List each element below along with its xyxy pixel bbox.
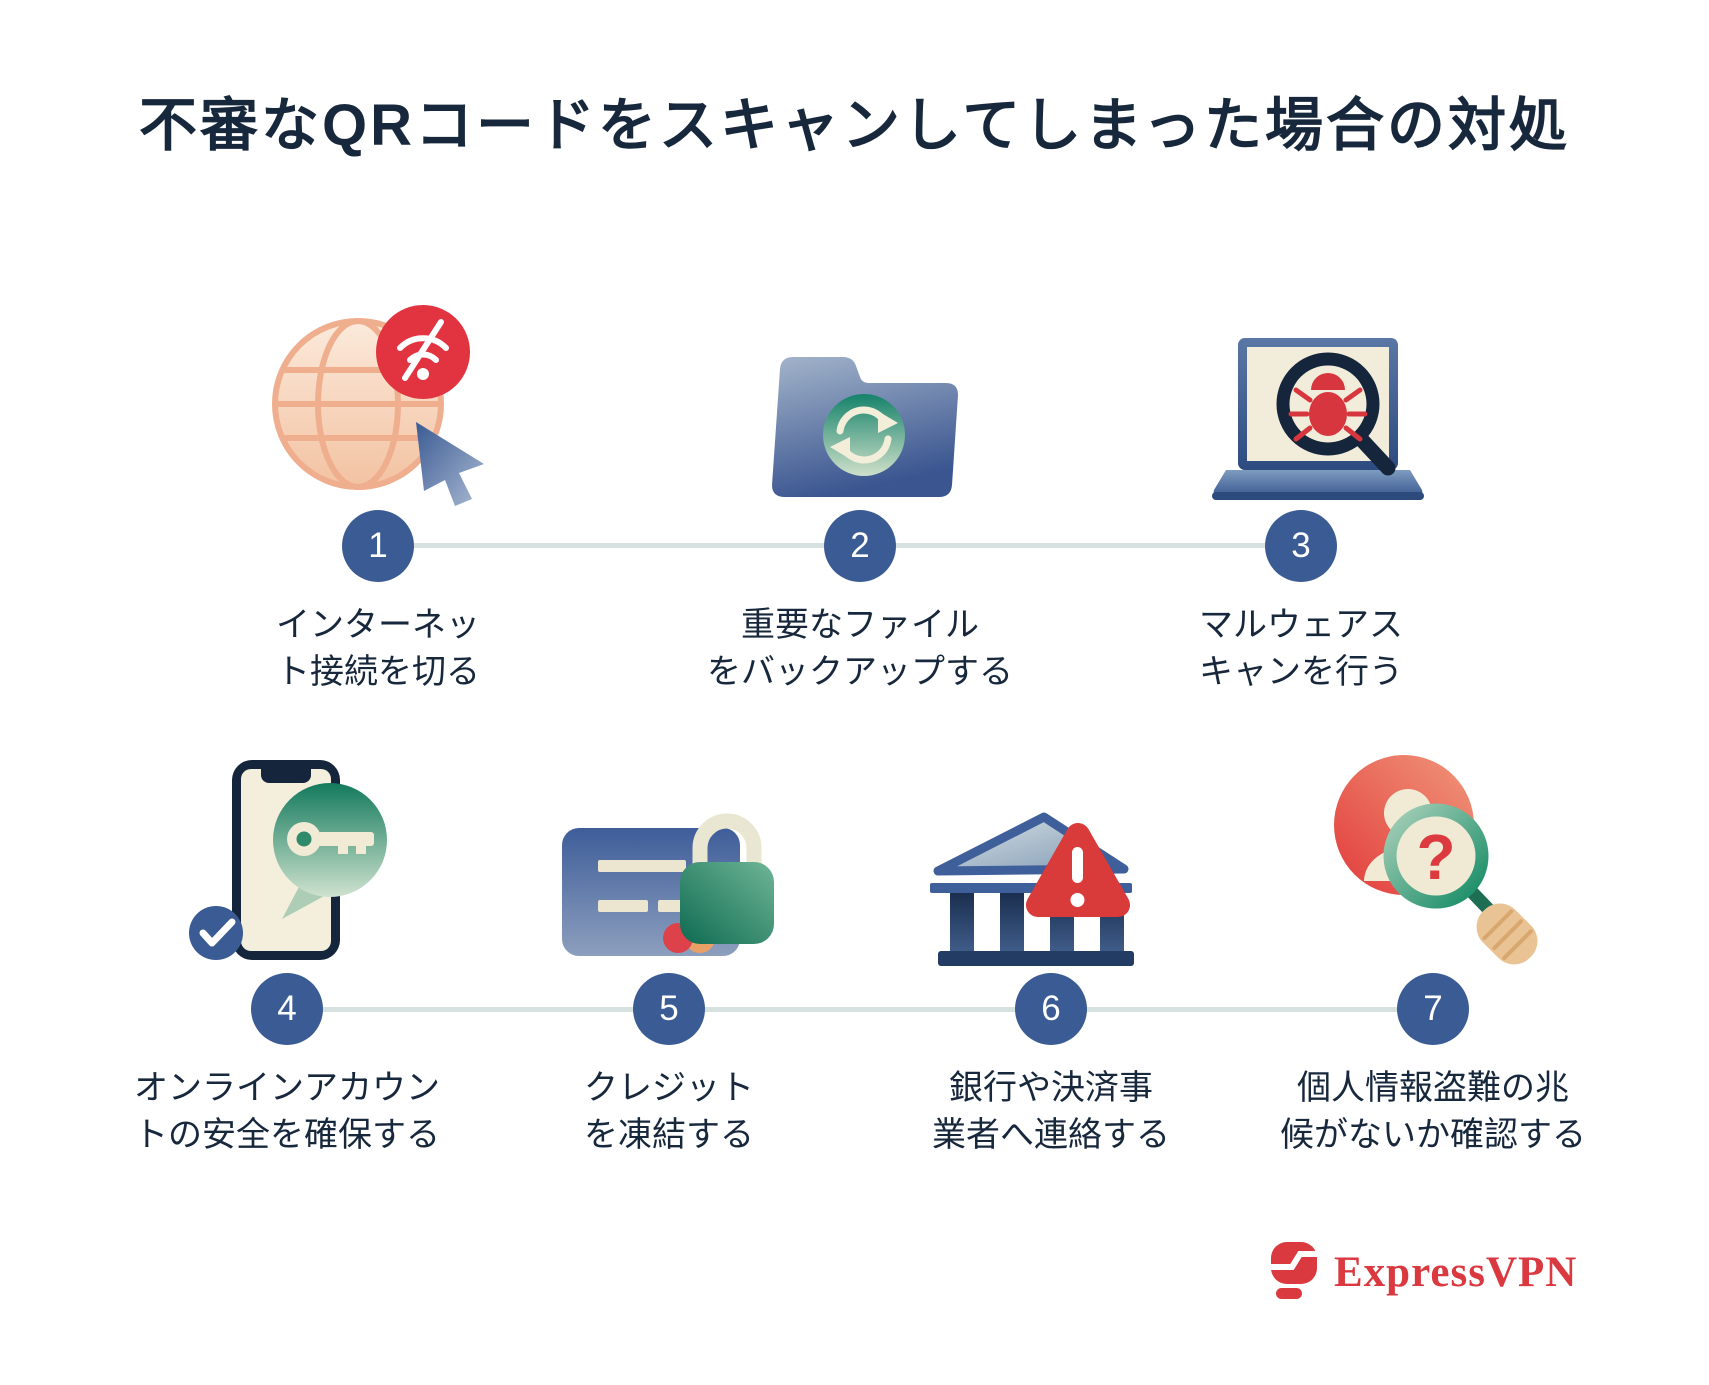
step-number-badge: 4 [251, 973, 323, 1045]
phone-key-icon [180, 748, 395, 970]
step-3: 3 マルウェアス キャンを行う [1121, 285, 1481, 696]
step-7: ? 7 個人情報盗難の兆 候がないか確認する [1253, 748, 1613, 1159]
step-number-badge: 2 [824, 510, 896, 582]
step-label: 個人情報盗難の兆 候がないか確認する [1280, 1069, 1586, 1154]
step-6: 6 銀行や決済事 業者へ連絡する [871, 748, 1231, 1159]
connector-line-row2 [287, 1007, 1433, 1012]
step-label: 重要なファイル をバックアップする [707, 606, 1013, 691]
step-number-badge: 6 [1015, 973, 1087, 1045]
globe-offline-icon [266, 285, 491, 507]
backup-folder-icon [748, 285, 973, 507]
step-label: クレジット を凍結する [584, 1069, 754, 1154]
step-1: 1 インターネッ ト接続を切る [198, 285, 558, 696]
bank-alert-icon [926, 748, 1176, 970]
step-number-badge: 3 [1265, 510, 1337, 582]
step-label: オンラインアカウン トの安全を確保する [134, 1069, 440, 1154]
brand-logo: ExpressVPN [1262, 1240, 1577, 1305]
step-number-badge: 7 [1397, 973, 1469, 1045]
question-mark-glyph: ? [1416, 821, 1455, 893]
step-label: インターネッ ト接続を切る [276, 606, 480, 691]
brand-name: ExpressVPN [1334, 1249, 1578, 1296]
step-number-badge: 5 [633, 973, 705, 1045]
malware-scan-icon [1176, 285, 1426, 507]
step-label: マルウェアス キャンを行う [1199, 606, 1403, 691]
step-2: 2 重要なファイル をバックアップする [680, 285, 1040, 696]
step-5: 5 クレジット を凍結する [489, 748, 849, 1159]
step-4: 4 オンラインアカウン トの安全を確保する [107, 748, 467, 1159]
infographic-title: 不審なQRコードをスキャンしてしまった場合の対処 [139, 93, 1570, 158]
step-number-badge: 1 [342, 510, 414, 582]
step-label: 銀行や決済事 業者へ連絡する [932, 1069, 1170, 1154]
expressvpn-logomark-icon [1262, 1240, 1320, 1305]
identity-theft-check-icon: ? [1316, 748, 1551, 970]
credit-card-lock-icon [552, 748, 787, 970]
